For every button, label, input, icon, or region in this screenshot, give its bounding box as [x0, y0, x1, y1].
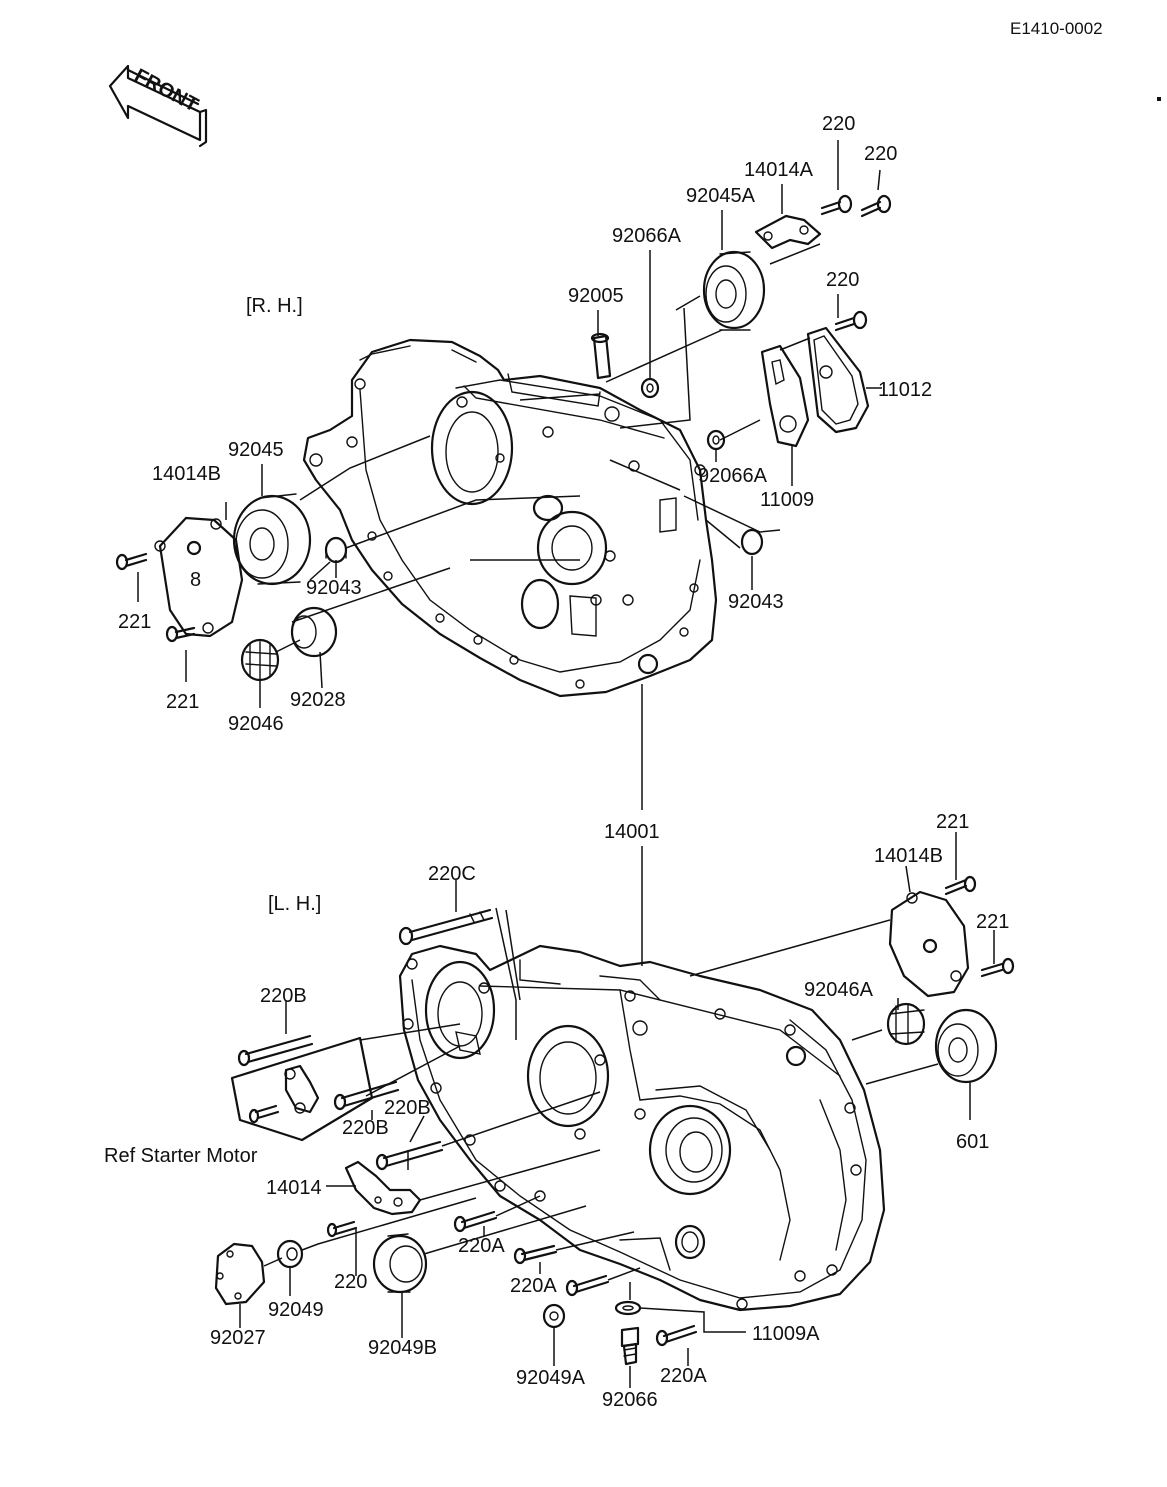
bolt-221-lh-a — [944, 875, 977, 896]
bolt-220B-c — [375, 1140, 444, 1171]
rh-label-92046: 92046 — [228, 713, 284, 735]
bolt-220B-b — [333, 1080, 400, 1111]
lh-label-92049A: 92049A — [516, 1367, 586, 1389]
oil-seal-92049B — [372, 1233, 428, 1294]
lh-section-label: [L. H.] — [268, 893, 321, 915]
crankcase-label-14001: 14001 — [604, 821, 660, 843]
front-label: FRONT — [131, 65, 202, 117]
bolt-220-a — [820, 194, 853, 216]
drain-plug-92066 — [620, 1326, 640, 1366]
bolt-220C — [398, 908, 494, 946]
rh-label-92066A-mid: 92066A — [698, 465, 768, 487]
lh-label-220C: 220C — [428, 863, 476, 885]
bearing-601 — [934, 1008, 998, 1084]
starter-motor-ref-box — [230, 1036, 374, 1142]
bolt-221-rh-a — [115, 552, 148, 571]
ref-starter-motor-note: Ref Starter Motor — [104, 1145, 258, 1167]
bolt-starter-small — [248, 1104, 280, 1124]
lh-crankcase-half — [398, 944, 886, 1312]
lh-label-92066: 92066 — [602, 1389, 658, 1411]
bolt-220A-c — [565, 1274, 610, 1297]
collar-92049 — [276, 1239, 304, 1269]
rh-label-14014A: 14014A — [744, 159, 814, 181]
lh-label-601: 601 — [956, 1131, 989, 1153]
collar-92049A — [542, 1303, 566, 1329]
pin-92005 — [590, 332, 612, 380]
margin-mark — [1157, 97, 1161, 101]
lh-label-11009A: 11009A — [752, 1323, 820, 1345]
rh-label-92043-right: 92043 — [728, 591, 784, 613]
rh-label-220-c: 220 — [826, 269, 859, 291]
lh-label-92027: 92027 — [210, 1327, 266, 1349]
bolt-221-lh-b — [980, 957, 1015, 978]
rh-label-8: 8 — [190, 569, 201, 591]
lh-label-221-b: 221 — [976, 911, 1009, 933]
rh-label-221-a: 221 — [118, 611, 151, 633]
bearing-92045A — [702, 250, 766, 331]
gasket-11009 — [760, 344, 810, 448]
rh-label-92043-left: 92043 — [306, 577, 362, 599]
bolt-221-rh-b — [165, 625, 196, 643]
washer-11009A — [614, 1300, 642, 1316]
rh-label-220-a: 220 — [822, 113, 855, 135]
bearing-92045 — [232, 493, 312, 586]
bushing-92028 — [290, 606, 338, 658]
bolt-220-b — [860, 194, 892, 218]
cover-11012 — [806, 326, 870, 434]
cap-92027 — [214, 1242, 266, 1306]
needle-bearing-92046A — [886, 1002, 926, 1046]
bracket-14014A — [754, 214, 822, 250]
rh-label-221-b: 221 — [166, 691, 199, 713]
bolt-220-c — [834, 310, 868, 332]
lh-label-220B-b: 220B — [384, 1097, 431, 1119]
rh-leader-lines — [137, 140, 882, 810]
lh-leader-lines — [239, 832, 995, 1388]
collar-92043-right — [740, 528, 764, 556]
needle-bearing-92046 — [240, 638, 280, 682]
lh-label-221-a: 221 — [936, 811, 969, 833]
lh-label-92049: 92049 — [268, 1299, 324, 1321]
rh-label-11009: 11009 — [760, 489, 814, 511]
bolt-220B-a — [237, 1034, 314, 1067]
washer-92066A-mid — [706, 429, 726, 451]
rh-label-11012: 11012 — [878, 379, 932, 401]
rh-label-14014B: 14014B — [152, 463, 221, 485]
lh-label-220: 220 — [334, 1271, 367, 1293]
rh-label-92045A: 92045A — [686, 185, 756, 207]
lh-label-92049B: 92049B — [368, 1337, 437, 1359]
lh-label-220B-a: 220B — [260, 985, 307, 1007]
lh-label-92046A: 92046A — [804, 979, 874, 1001]
rh-crankcase-half — [302, 338, 718, 698]
lh-label-14014: 14014 — [266, 1177, 322, 1199]
rh-label-220-b: 220 — [864, 143, 897, 165]
lh-label-220A-a: 220A — [458, 1235, 505, 1257]
rh-section-label: [R. H.] — [246, 295, 303, 317]
lh-label-220A-c: 220A — [660, 1365, 707, 1387]
washer-92066A-top — [640, 377, 660, 399]
bolt-220-lh — [326, 1220, 358, 1238]
lh-label-220A-b: 220A — [510, 1275, 557, 1297]
bolt-220A-a — [453, 1210, 498, 1233]
collar-92043-left — [324, 536, 348, 564]
lh-label-220B-c: 220B — [342, 1117, 389, 1139]
front-arrow-icon: FRONT — [108, 65, 208, 148]
rh-label-92005: 92005 — [568, 285, 624, 307]
rh-label-92028: 92028 — [290, 689, 346, 711]
plate-14014B-rh: 8 — [154, 516, 244, 638]
bolt-220A-d — [655, 1324, 698, 1347]
lh-label-14014B: 14014B — [874, 845, 943, 867]
diagram-code: E1410-0002 — [1010, 19, 1103, 38]
rh-label-92066A-top: 92066A — [612, 225, 682, 247]
rh-label-92045: 92045 — [228, 439, 284, 461]
bolt-220A-b — [513, 1244, 558, 1265]
plate-14014B-lh — [888, 890, 970, 998]
